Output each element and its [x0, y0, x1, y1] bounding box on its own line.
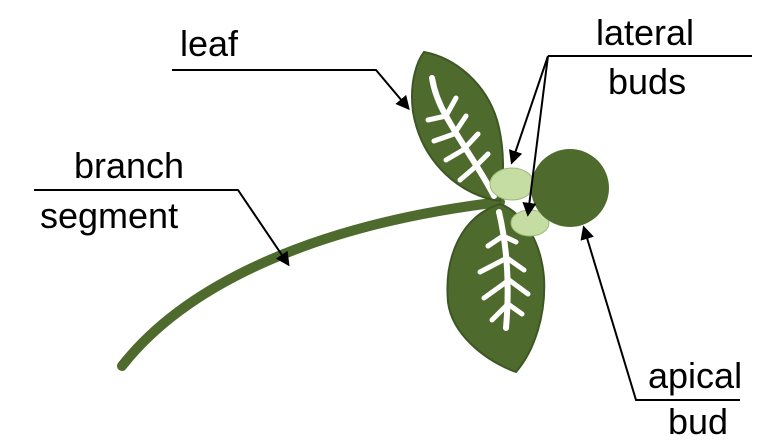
apical-bud-pointer [580, 225, 740, 401]
apical-bud [531, 149, 609, 227]
branch-segment-pointer [34, 189, 290, 267]
lower-leaf [446, 202, 546, 374]
branch-segment-label-line2: segment [40, 195, 179, 236]
lateral-buds-label-line1: lateral [596, 12, 695, 53]
lateral-bud-upper [489, 167, 535, 201]
leaf-pointer [172, 69, 410, 111]
apical-bud-label-line2: bud [668, 401, 729, 442]
leaf-label: leaf [180, 23, 239, 64]
branch-stem [117, 197, 505, 371]
branch-segment-label-line1: branch [74, 145, 185, 186]
apical-bud-label-line1: apical [648, 355, 743, 396]
upper-leaf [411, 50, 504, 203]
lateral-buds-label-line2: buds [608, 61, 687, 102]
lateral-buds-pointer-upper [508, 55, 549, 165]
lateral-buds-pointer-lower [522, 55, 549, 217]
lower-leaf-vein [496, 209, 511, 331]
